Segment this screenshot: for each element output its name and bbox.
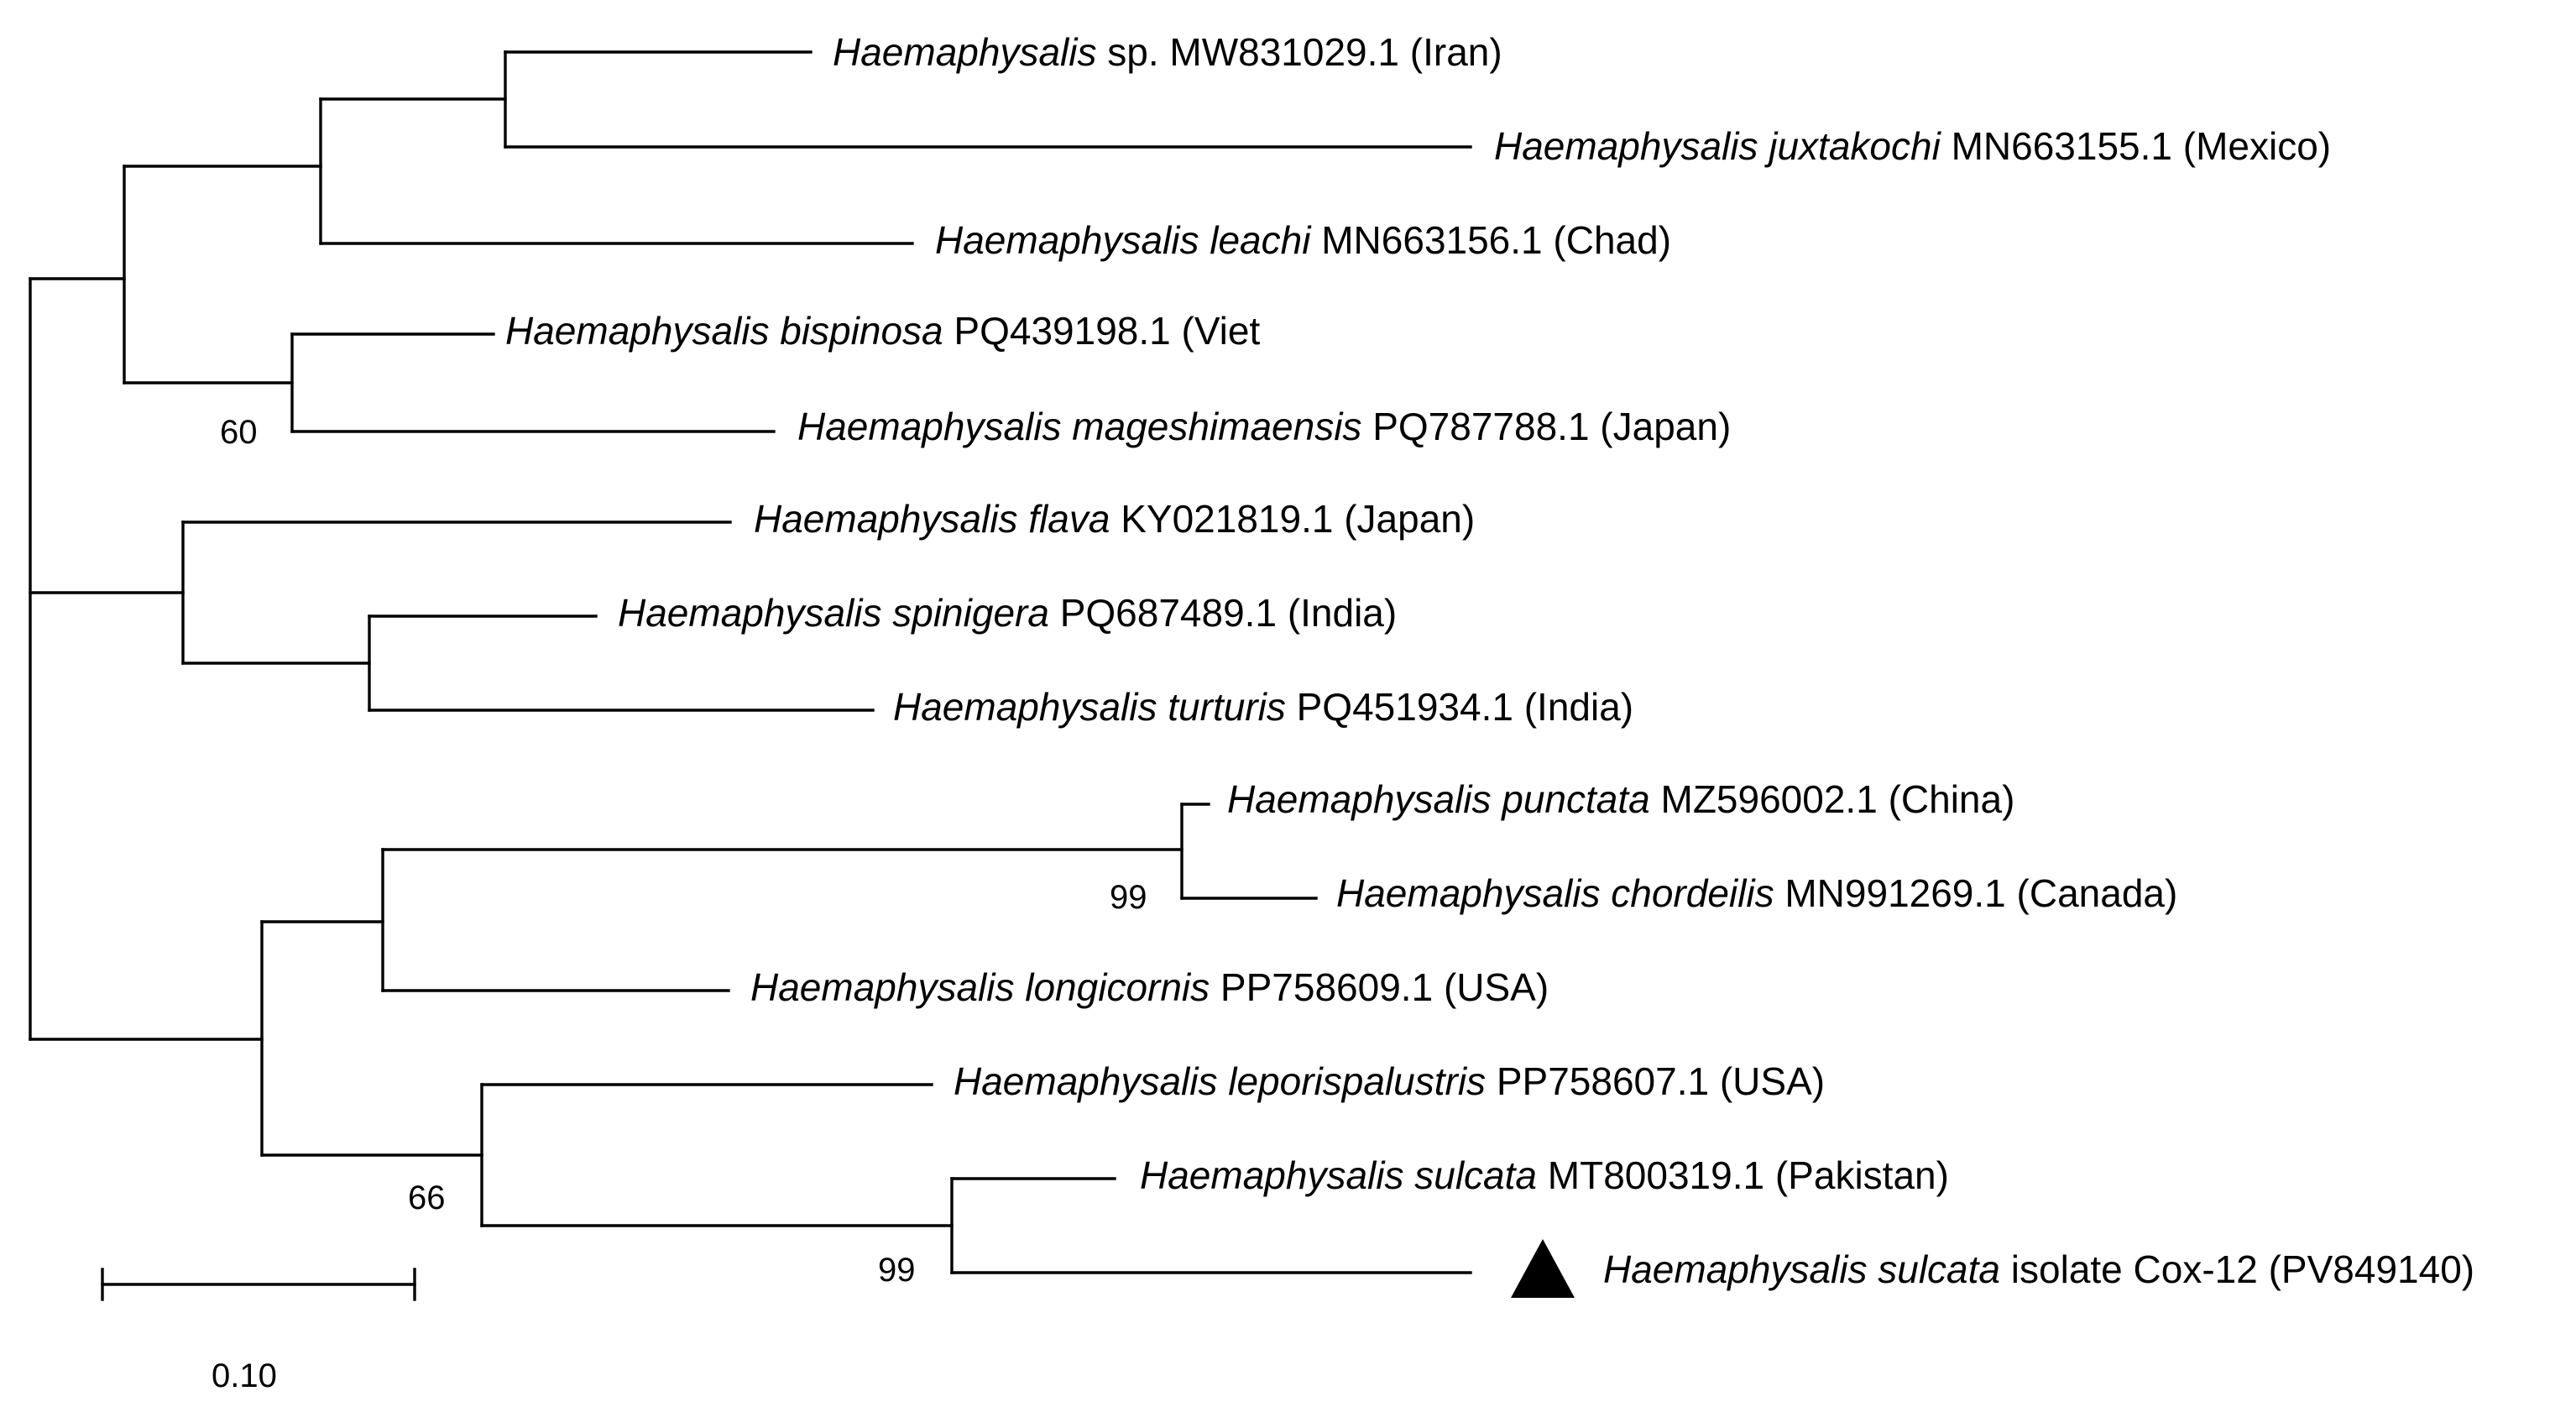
- taxon-label: Haemaphysalis longicornis PP758609.1 (US…: [750, 965, 1549, 1009]
- taxon-label: Haemaphysalis punctata MZ596002.1 (China…: [1227, 777, 2014, 821]
- taxon-labels: Haemaphysalis sp. MW831029.1 (Iran) Haem…: [505, 30, 2474, 1291]
- bootstrap-value: 99: [878, 1252, 916, 1289]
- taxon-label: Haemaphysalis bispinosa PQ439198.1 (Viet: [505, 309, 1260, 353]
- scale-bar: 0.10: [101, 1268, 416, 1394]
- taxon-label: Haemaphysalis chordeilis MN991269.1 (Can…: [1336, 871, 2177, 915]
- taxon-label-highlighted: Haemaphysalis sulcata isolate Cox-12 (PV…: [1603, 1247, 2474, 1291]
- filled-triangle-icon: [1511, 1239, 1575, 1298]
- taxon-label: Haemaphysalis mageshimaensis PQ787788.1 …: [797, 405, 1731, 448]
- scale-bar-label: 0.10: [212, 1357, 277, 1394]
- taxon-label: Haemaphysalis turturis PQ451934.1 (India…: [893, 685, 1633, 729]
- bootstrap-value: 60: [220, 414, 258, 451]
- taxon-label: Haemaphysalis flava KY021819.1 (Japan): [754, 497, 1475, 541]
- tree-branches: [29, 50, 1472, 1274]
- bootstrap-values: 60 99 66 99: [220, 414, 1147, 1289]
- taxon-label: Haemaphysalis sulcata MT800319.1 (Pakist…: [1140, 1153, 1949, 1197]
- taxon-label: Haemaphysalis sp. MW831029.1 (Iran): [833, 30, 1502, 74]
- bootstrap-value: 66: [408, 1179, 446, 1216]
- taxon-label: Haemaphysalis leachi MN663156.1 (Chad): [935, 218, 1671, 262]
- taxon-label: Haemaphysalis spinigera PQ687489.1 (Indi…: [618, 591, 1397, 635]
- bootstrap-value: 99: [1110, 879, 1147, 916]
- taxon-label: Haemaphysalis leporispalustris PP758607.…: [954, 1059, 1825, 1103]
- taxon-label: Haemaphysalis juxtakochi MN663155.1 (Mex…: [1494, 124, 2331, 168]
